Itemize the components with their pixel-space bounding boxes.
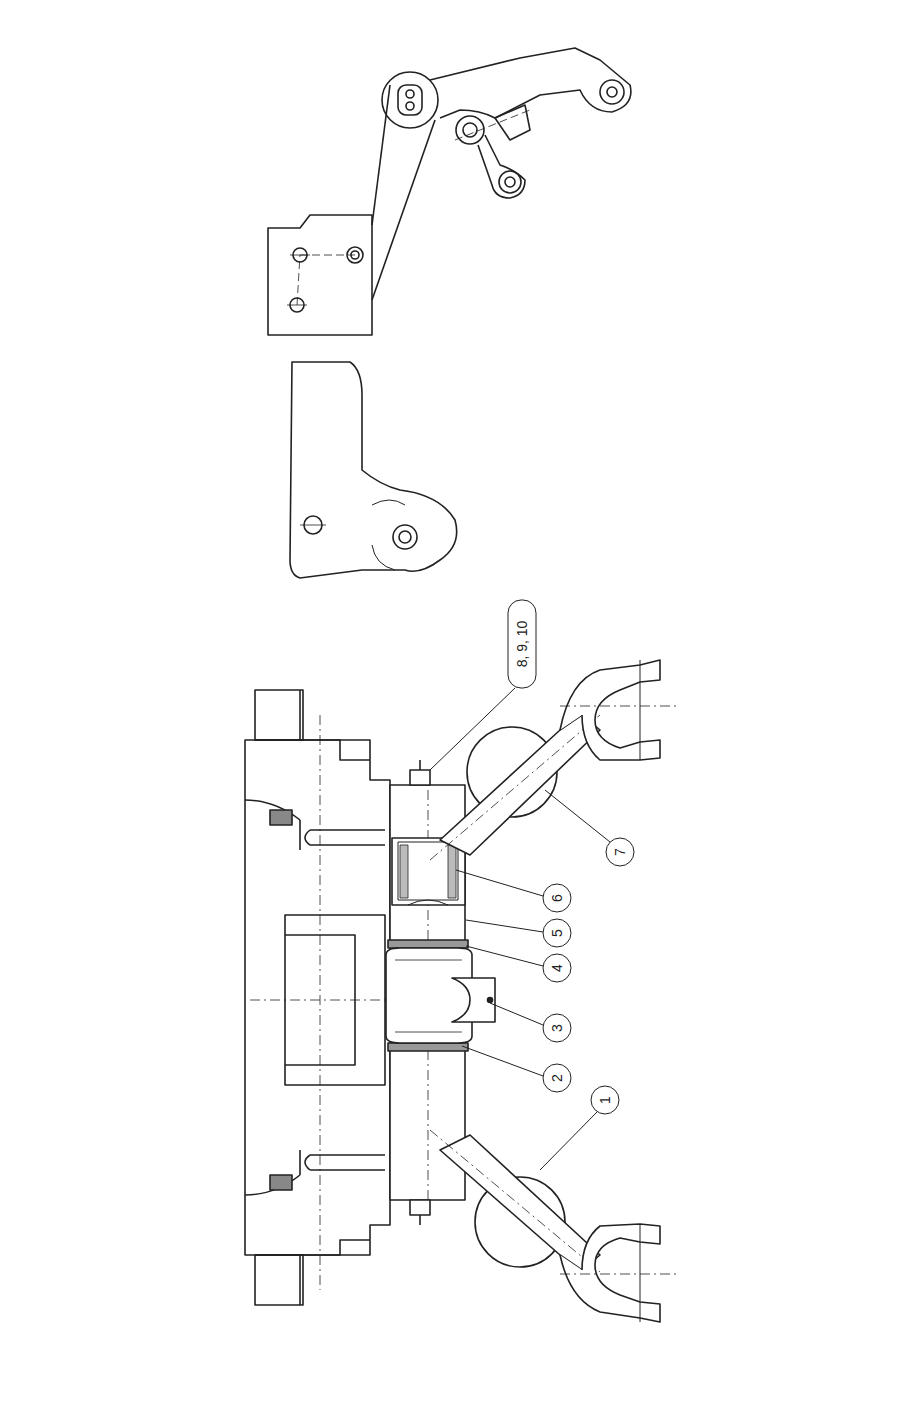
support-part <box>290 362 457 578</box>
assembly-section <box>245 660 680 1322</box>
callout-number: 4 <box>549 962 565 974</box>
callout-number: 3 <box>549 1022 565 1034</box>
callout-number: 5 <box>549 927 565 939</box>
callout-number: 8, 9, 10 <box>514 619 530 670</box>
lever-bracket <box>268 48 631 335</box>
callout-number: 7 <box>612 846 628 858</box>
callout-number: 1 <box>597 1094 613 1106</box>
callout-number: 6 <box>549 892 565 904</box>
callout-leaders <box>430 600 634 1170</box>
callout-number: 2 <box>549 1072 565 1084</box>
